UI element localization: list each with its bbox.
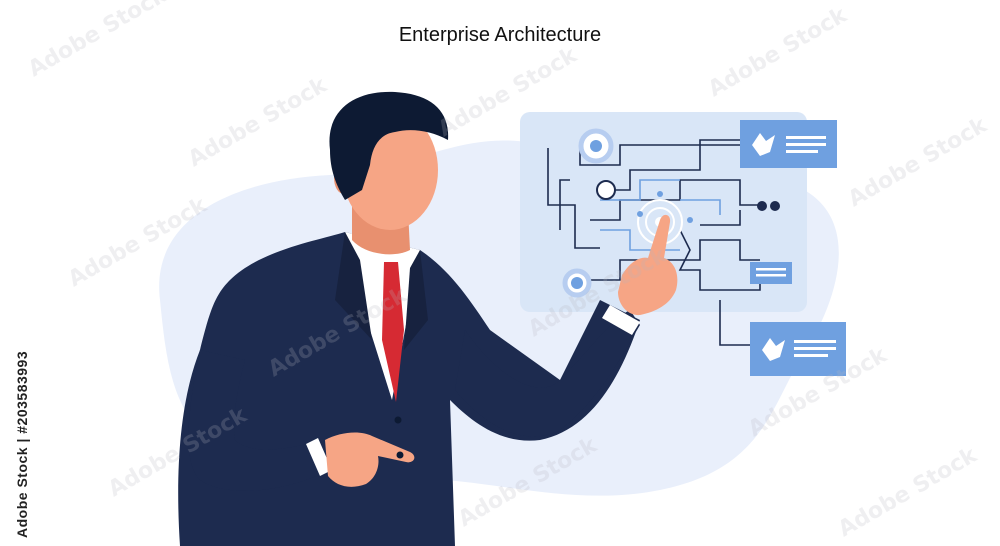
pin-icon: [762, 338, 785, 361]
node-circle-icon: [596, 180, 616, 200]
info-card-bottom: [750, 322, 846, 376]
tie: [382, 262, 404, 402]
node-dot-icon: [757, 201, 767, 211]
pointing-hand: [618, 214, 678, 316]
hair: [329, 91, 449, 200]
page-title: Enterprise Architecture: [398, 24, 602, 46]
shirt: [345, 232, 420, 400]
resting-hand: [325, 432, 415, 487]
node-dot-icon: [770, 201, 780, 211]
info-card-top: [740, 120, 837, 168]
info-card-middle: [750, 262, 792, 284]
architecture-screen: [520, 112, 807, 346]
businessman: [178, 91, 678, 546]
pin-icon: [752, 133, 775, 156]
